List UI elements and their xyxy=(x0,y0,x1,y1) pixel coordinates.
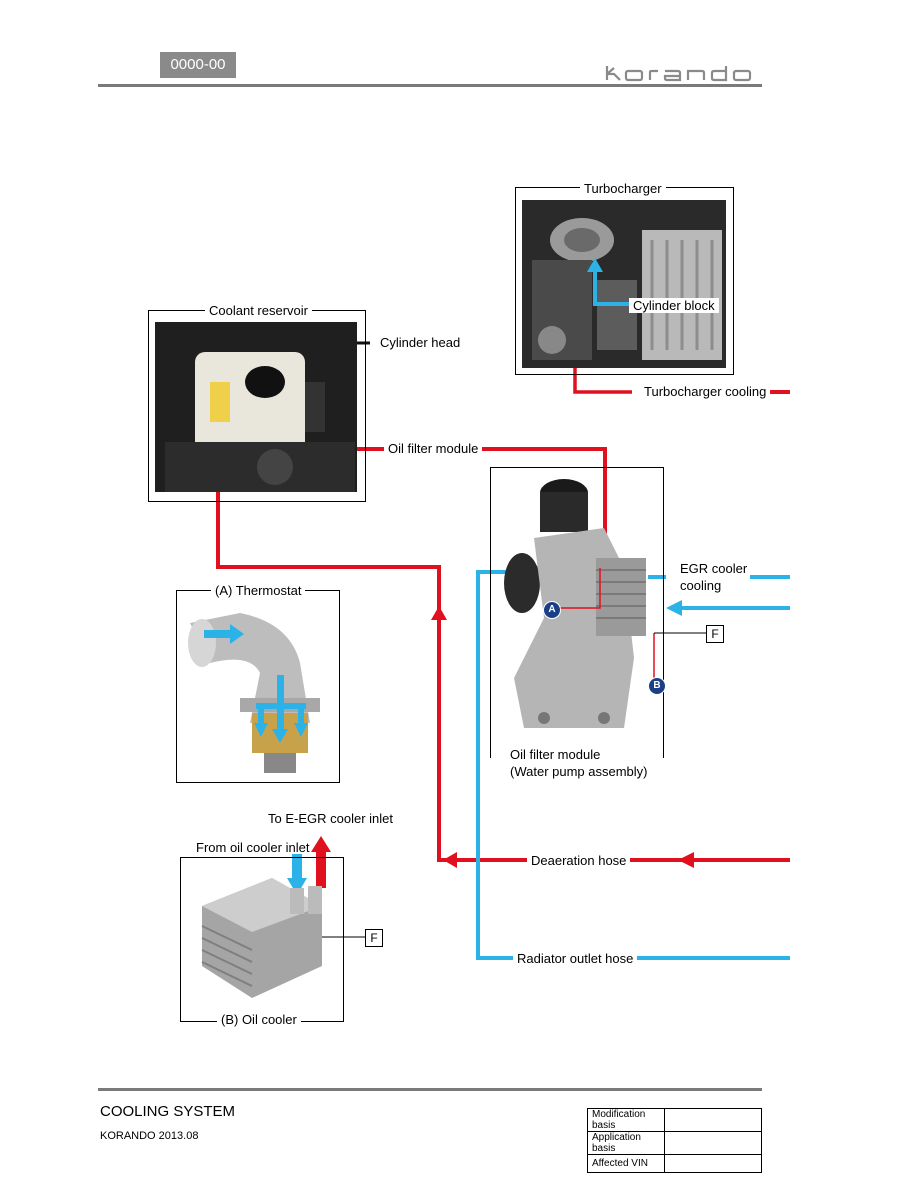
radiator-outlet-hose-label: Radiator outlet hose xyxy=(513,951,638,966)
thermostat-label: (A) Thermostat xyxy=(211,583,306,598)
thermostat-photo xyxy=(188,613,320,773)
turbocharger-cooling-label: Turbocharger cooling xyxy=(640,384,771,399)
from-oil-cooler-label: From oil cooler inlet xyxy=(196,840,310,855)
oil-filter-module-panel xyxy=(490,467,664,758)
turbocharger-label: Turbocharger xyxy=(580,181,666,196)
korando-logo xyxy=(605,66,752,82)
table-key: Application basis xyxy=(587,1131,665,1155)
footer-subtitle: KORANDO 2013.08 xyxy=(100,1130,199,1142)
f-label-module: F xyxy=(706,625,724,643)
cylinder-block-arrow xyxy=(587,258,629,306)
oil-filter-module-top-label: Oil filter module xyxy=(384,441,483,456)
revision-table: Modification basis Application basis Aff… xyxy=(587,1108,762,1173)
table-value xyxy=(664,1131,762,1155)
table-key: Modification basis xyxy=(587,1108,665,1132)
turbocharger-photo xyxy=(522,200,726,368)
f-label-oil-cooler: F xyxy=(365,929,383,947)
table-row: Modification basis xyxy=(587,1108,762,1132)
document-code: 0000-00 xyxy=(160,52,236,78)
coolant-reservoir-label: Coolant reservoir xyxy=(205,303,312,318)
table-value xyxy=(664,1154,762,1173)
oil-filter-module-caption: Oil filter module (Water pump assembly) xyxy=(506,746,652,780)
badge-b: B xyxy=(648,677,666,695)
footer-title: COOLING SYSTEM xyxy=(100,1103,236,1120)
table-key: Affected VIN xyxy=(587,1154,665,1173)
coolant-reservoir-photo xyxy=(155,322,357,492)
oil-cooler-photo xyxy=(201,878,322,998)
oil-cooler-label: (B) Oil cooler xyxy=(217,1012,301,1027)
to-e-egr-label: To E-EGR cooler inlet xyxy=(268,811,393,826)
cylinder-head-label: Cylinder head xyxy=(380,335,461,350)
oil-filter-module-photo xyxy=(504,479,646,728)
badge-a: A xyxy=(543,601,561,619)
deaeration-hose-label: Deaeration hose xyxy=(527,853,631,868)
cylinder-block-label: Cylinder block xyxy=(629,298,719,313)
egr-cooler-cooling-label: EGR cooler cooling xyxy=(680,561,748,593)
footer-rule xyxy=(98,1088,762,1091)
table-row: Affected VIN xyxy=(587,1154,762,1173)
header-rule xyxy=(98,84,762,87)
table-value xyxy=(664,1108,762,1132)
table-row: Application basis xyxy=(587,1131,762,1155)
